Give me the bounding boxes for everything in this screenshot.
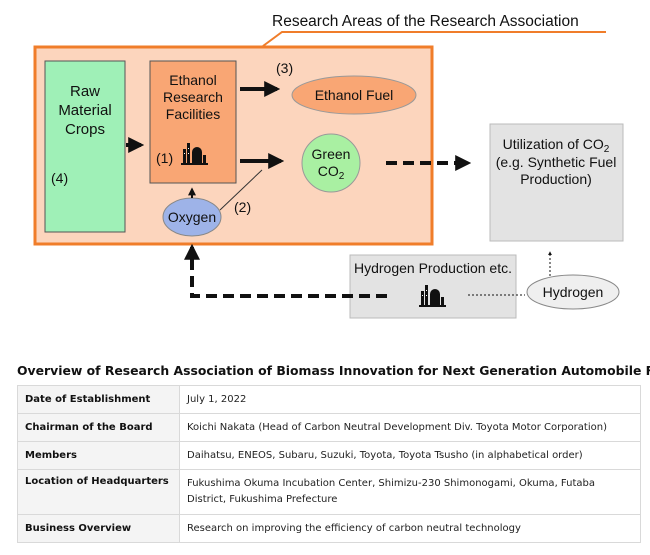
hydrogen-production-panel (349, 254, 517, 319)
ethanol-facilities-number: (1) (156, 150, 173, 166)
raw-material-label-3: Crops (65, 121, 105, 138)
table-row: Location of Headquarters Fukushima Okuma… (17, 469, 641, 515)
title-leader-line (262, 31, 606, 47)
table-row: Date of Establishment July 1, 2022 (17, 385, 641, 414)
raw-material-crops-box (44, 60, 126, 233)
hydrogen-production-label: Hydrogen Production etc. (354, 260, 512, 276)
row-value: Daihatsu, ENEOS, Subaru, Suzuki, Toyota,… (179, 441, 641, 470)
hydrogen-label: Hydrogen (543, 284, 604, 300)
utilization-panel (489, 123, 624, 242)
row-label: Location of Headquarters (17, 469, 180, 515)
row-value: Koichi Nakata (Head of Carbon Neutral De… (179, 413, 641, 442)
row-label: Date of Establishment (17, 385, 180, 414)
ethanol-facilities-label-2: Research (163, 89, 223, 105)
row-label: Business Overview (17, 514, 180, 543)
table-row: Members Daihatsu, ENEOS, Subaru, Suzuki,… (17, 441, 641, 470)
green-co2-ellipse (301, 133, 361, 193)
oxygen-label: Oxygen (168, 209, 216, 225)
row-value: July 1, 2022 (179, 385, 641, 414)
ethanol-facilities-label-3: Facilities (166, 106, 220, 122)
ethanol-facilities-label-1: Ethanol (169, 72, 216, 88)
diagram-title: Research Areas of the Research Associati… (272, 13, 579, 30)
ethanol-fuel-ellipse (291, 75, 417, 115)
raw-material-label-1: Raw (70, 83, 100, 100)
row-value: Research on improving the efficiency of … (179, 514, 641, 543)
overview-title: Overview of Research Association of Biom… (17, 363, 650, 378)
dashed-arrow-to-oxygen (184, 243, 387, 298)
overview-table: Date of Establishment July 1, 2022 Chair… (17, 385, 641, 543)
utilization-line-2: (e.g. Synthetic Fuel (496, 154, 617, 170)
research-areas-diagram: Research Areas of the Research Associati… (33, 13, 624, 319)
oxygen-leader-line (219, 169, 263, 211)
table-row: Chairman of the Board Koichi Nakata (Hea… (17, 413, 641, 442)
table-row: Business Overview Research on improving … (17, 514, 641, 543)
ethanol-fuel-label: Ethanol Fuel (315, 87, 394, 103)
row-label: Chairman of the Board (17, 413, 180, 442)
utilization-line-1: Utilization of CO2 (503, 136, 610, 155)
green-co2-formula: CO2 (318, 163, 345, 182)
green-co2-label: Green (312, 146, 351, 162)
row-label: Members (17, 441, 180, 470)
oxygen-number: (2) (234, 199, 251, 215)
utilization-line-3: Production) (520, 171, 592, 187)
ethanol-fuel-number: (3) (276, 60, 293, 76)
hydrogen-ellipse (526, 274, 620, 310)
raw-material-number: (4) (51, 170, 68, 186)
row-value: Fukushima Okuma Incubation Center, Shimi… (179, 469, 641, 515)
raw-material-label-2: Material (58, 102, 111, 119)
